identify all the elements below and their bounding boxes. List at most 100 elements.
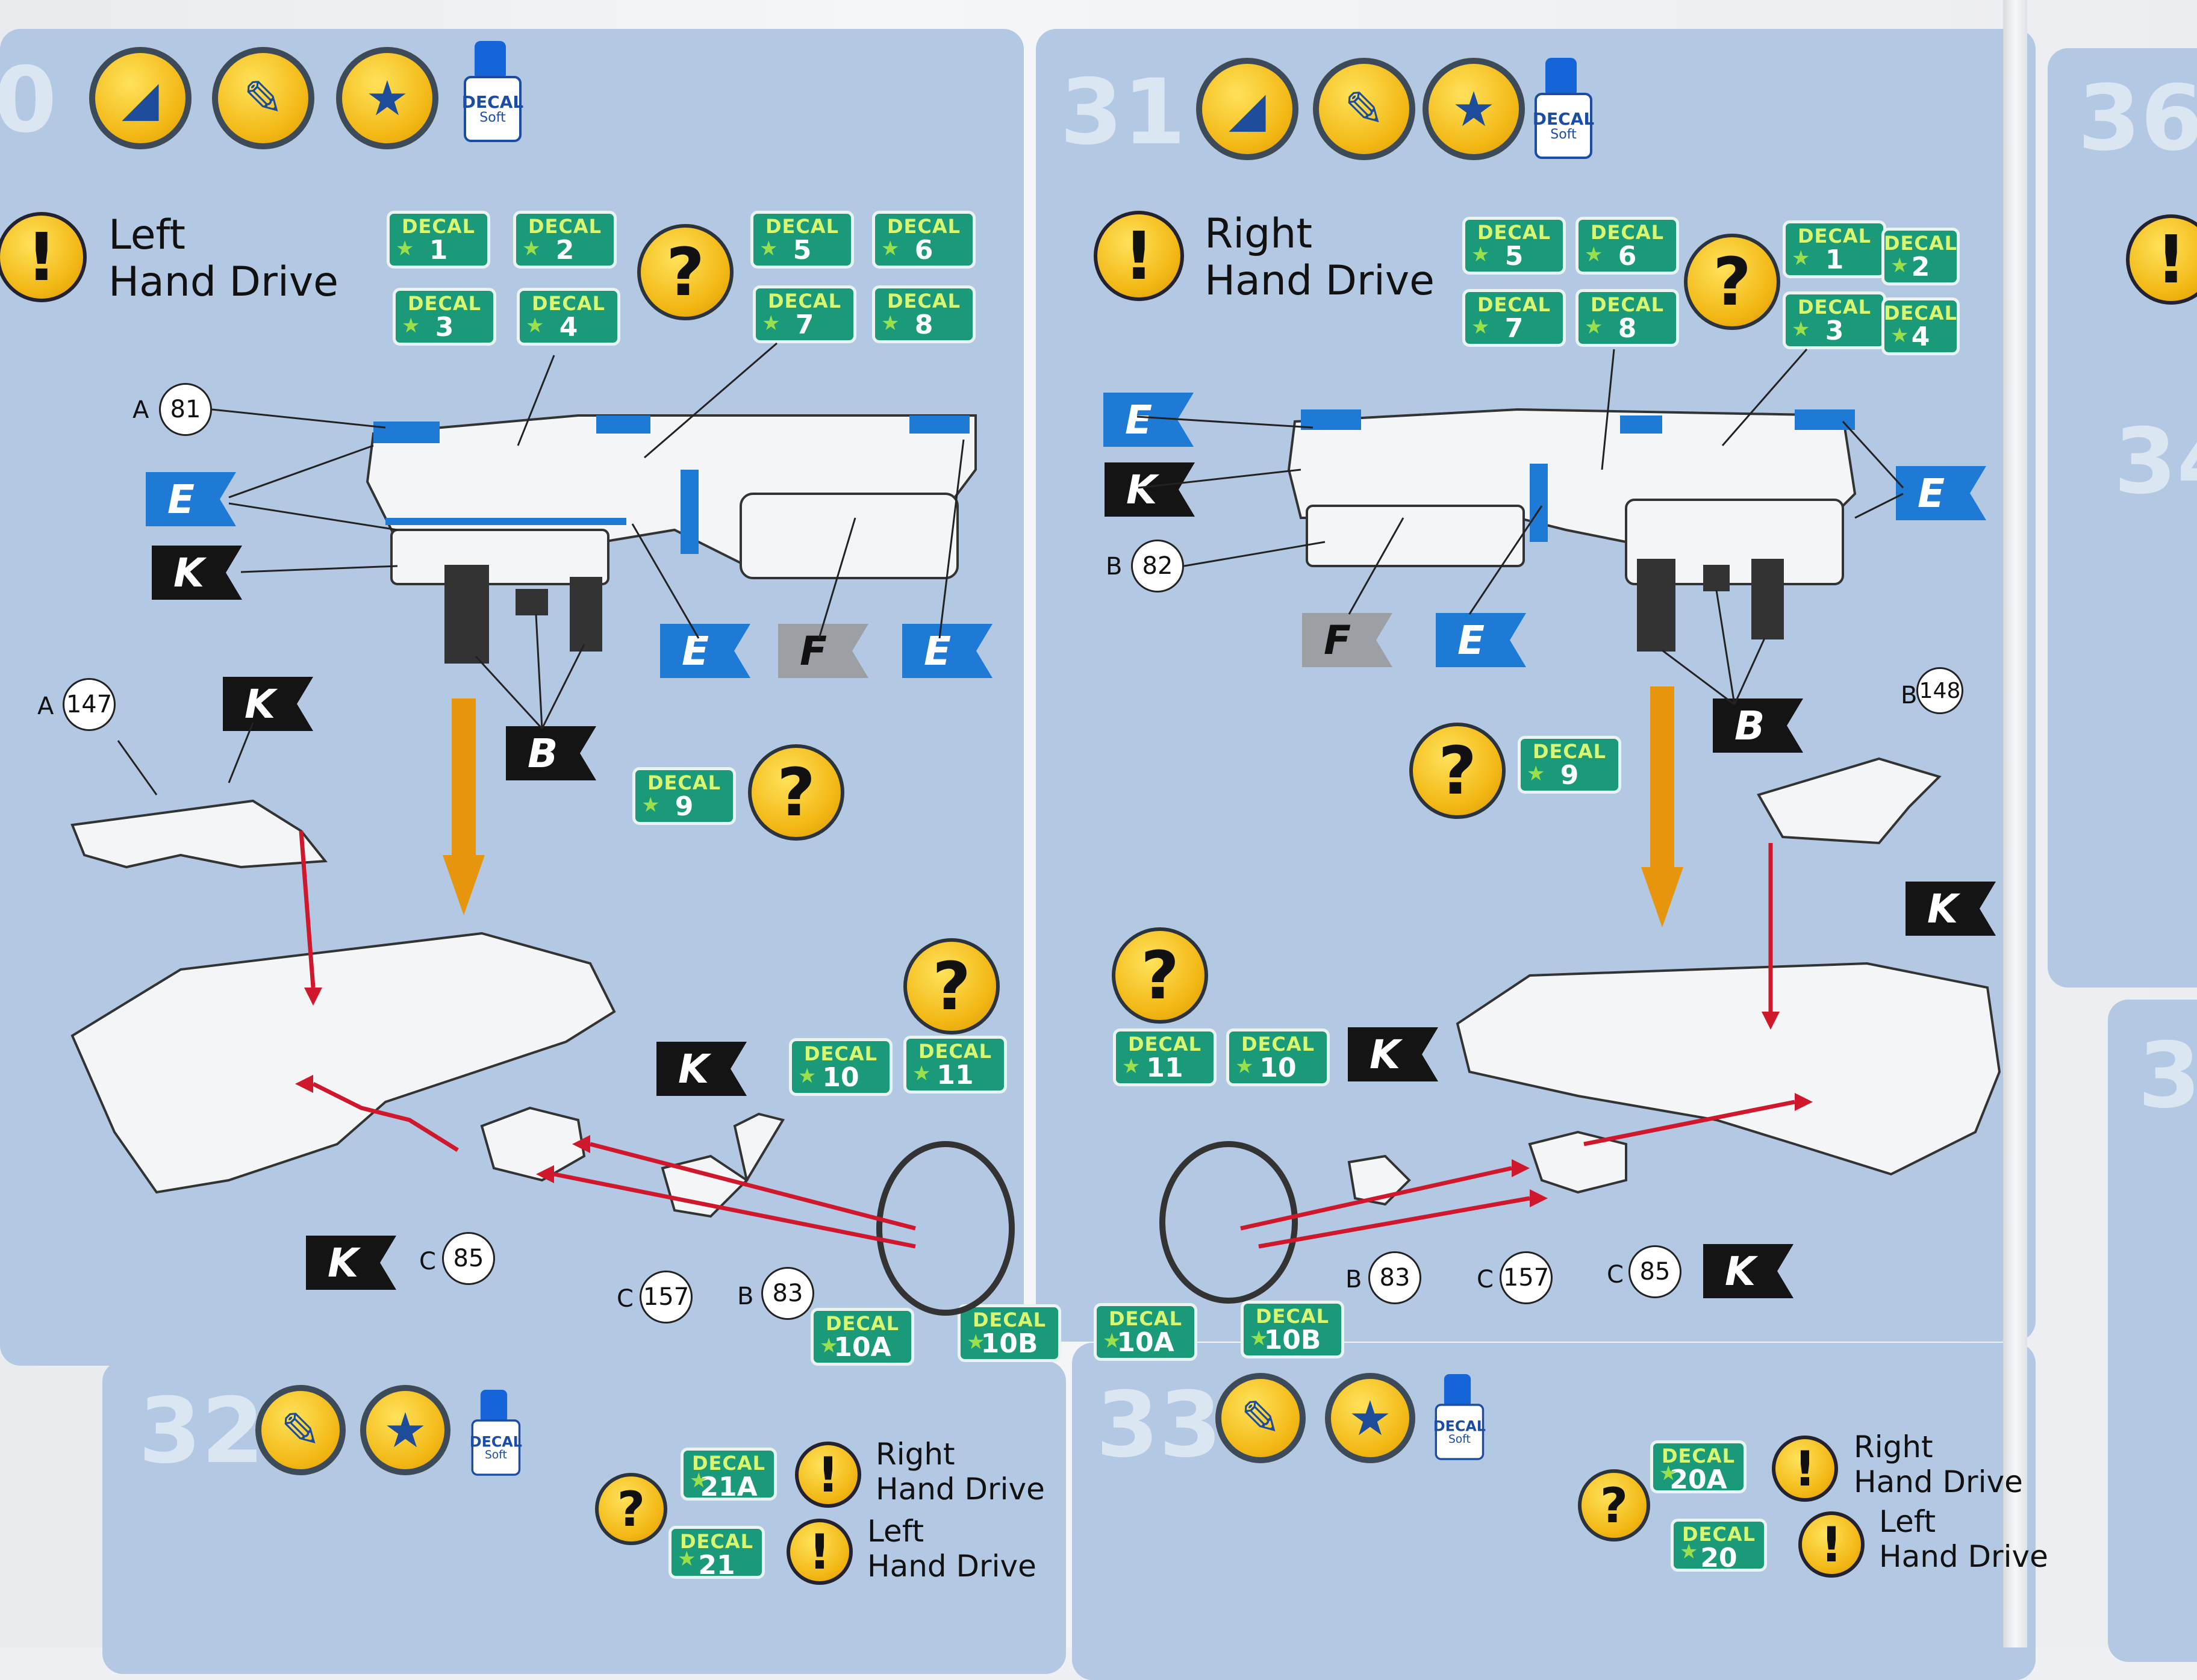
question-icon: ? — [1578, 1469, 1650, 1542]
warning-icon: ! — [1094, 211, 1184, 301]
flag-k: K — [306, 1236, 396, 1290]
flag-k: K — [152, 546, 242, 600]
part-number: 83 — [761, 1267, 814, 1320]
dashboard-rhd-assembled — [1159, 757, 2001, 1304]
part-prefix: C — [1477, 1266, 1494, 1293]
step-number: 33 — [1096, 1373, 1222, 1478]
dashboard-lhd-exploded — [366, 414, 977, 664]
decal-tray-icon: ★ — [1423, 58, 1525, 160]
red-arrows — [299, 830, 916, 1249]
glue-icon: ◢ — [89, 47, 192, 149]
flag-e: E — [660, 624, 750, 678]
warning-icon: ! — [787, 1519, 853, 1585]
dashboard-rhd-exploded — [1287, 408, 1857, 652]
question-icon: ? — [1112, 927, 1208, 1024]
blue-trim — [1301, 409, 1855, 542]
decal-tray-icon: ★ — [336, 47, 438, 149]
part-number: 148 — [1916, 667, 1963, 714]
warning-icon: ! — [795, 1442, 861, 1508]
paint-brush-icon: ✎ — [255, 1385, 346, 1475]
question-icon: ? — [1684, 234, 1780, 330]
flag-k: K — [1105, 462, 1195, 517]
part-prefix: B — [737, 1283, 754, 1310]
part-number: 82 — [1131, 540, 1184, 593]
part-number: 85 — [442, 1232, 495, 1285]
step-36-panel — [2048, 48, 2197, 988]
part-number: 157 — [640, 1271, 693, 1324]
part-number: 147 — [63, 678, 116, 731]
part-number: 85 — [1628, 1245, 1681, 1298]
red-arrow-heads — [1512, 1012, 1813, 1207]
orange-arrow — [1641, 686, 1683, 927]
question-icon: ? — [1409, 723, 1506, 819]
orange-arrow — [443, 698, 485, 915]
red-arrow-heads — [295, 988, 590, 1183]
paint-brush-icon: ✎ — [212, 47, 314, 149]
part-prefix: A — [132, 396, 149, 424]
step-number: 0 — [0, 48, 57, 153]
dashboard-lhd-assembled — [70, 799, 1015, 1316]
part-prefix: C — [1607, 1261, 1624, 1289]
paint-brush-icon: ✎ — [1215, 1373, 1306, 1463]
step-37-panel — [2108, 1000, 2197, 1662]
flag-b: B — [506, 726, 596, 780]
part-prefix: B — [1345, 1266, 1362, 1293]
part-prefix: B — [1901, 682, 1918, 709]
decal-tray-icon: ★ — [360, 1385, 450, 1475]
step-number: 34 — [2114, 409, 2197, 514]
warning-icon: ! — [2126, 214, 2197, 305]
warning-icon: ! — [1772, 1436, 1838, 1502]
glue-icon: ◢ — [1196, 58, 1298, 160]
paper-fold — [2003, 0, 2027, 1647]
flag-k: K — [656, 1042, 747, 1096]
step-number: 32 — [139, 1379, 264, 1484]
step-number: 3 — [2138, 1024, 2197, 1128]
flag-k: K — [1348, 1027, 1438, 1081]
part-prefix: B — [1106, 553, 1123, 580]
step-number: 31 — [1060, 60, 1186, 165]
question-icon: ? — [595, 1473, 667, 1545]
part-prefix: C — [617, 1285, 634, 1313]
step-number: 36 — [2078, 66, 2197, 171]
question-icon: ? — [637, 224, 734, 320]
blue-trim — [373, 415, 970, 554]
part-prefix: A — [37, 692, 54, 720]
red-arrows — [1240, 843, 1795, 1249]
decal-tray-icon: ★ — [1325, 1373, 1415, 1463]
part-prefix: C — [419, 1248, 436, 1275]
question-icon: ? — [903, 938, 1000, 1034]
